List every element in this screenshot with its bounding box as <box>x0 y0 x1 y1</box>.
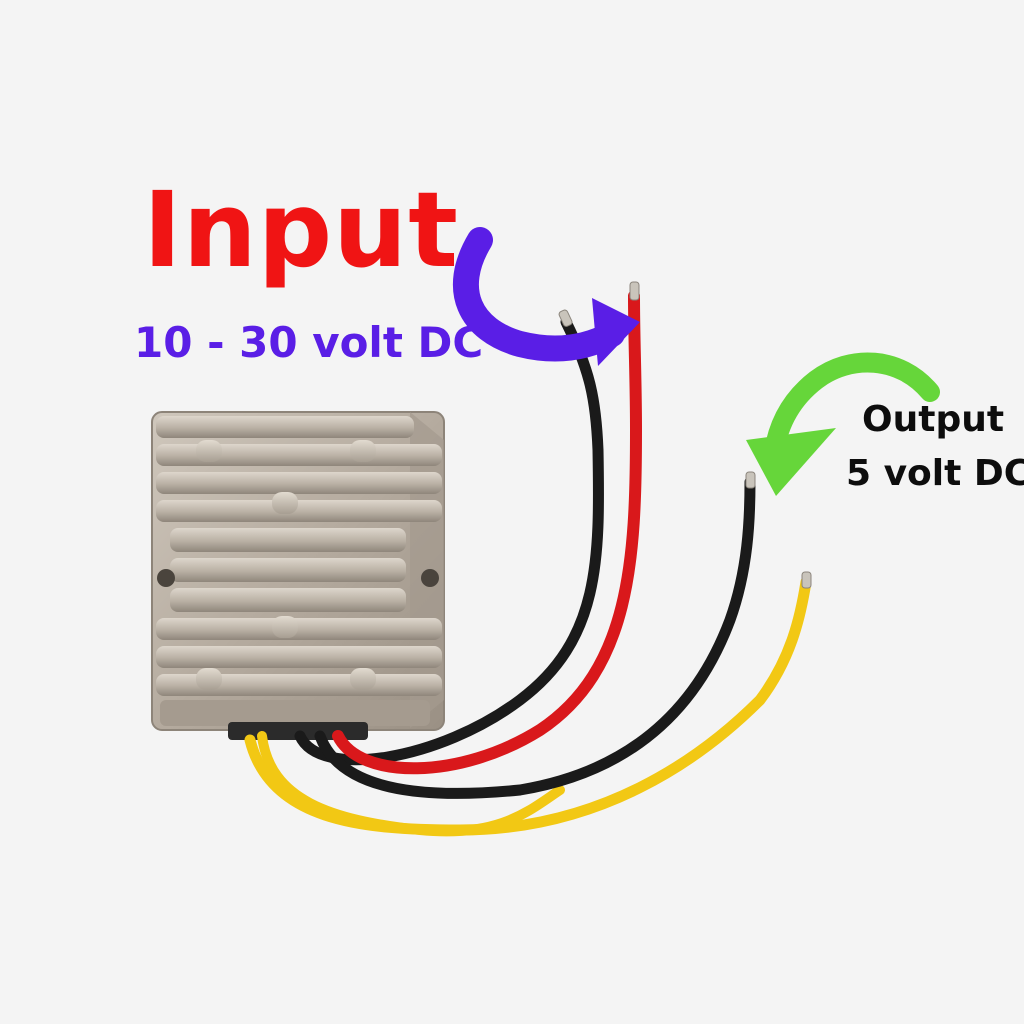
input-voltage-label: 10 - 30 volt DC <box>134 318 484 367</box>
curved-arrow-right-icon <box>452 227 640 366</box>
output-voltage-label: 5 volt DC <box>846 453 1024 494</box>
input-title: Input <box>143 169 459 291</box>
wires <box>244 290 812 837</box>
curved-arrow-down-left-icon <box>746 352 940 496</box>
wire-tips <box>558 281 812 589</box>
yellow-wire-output <box>244 576 812 836</box>
output-title: Output <box>862 399 1005 440</box>
red-wire-input <box>332 290 643 775</box>
black-wire-output <box>314 476 756 799</box>
converter-housing <box>151 411 445 740</box>
